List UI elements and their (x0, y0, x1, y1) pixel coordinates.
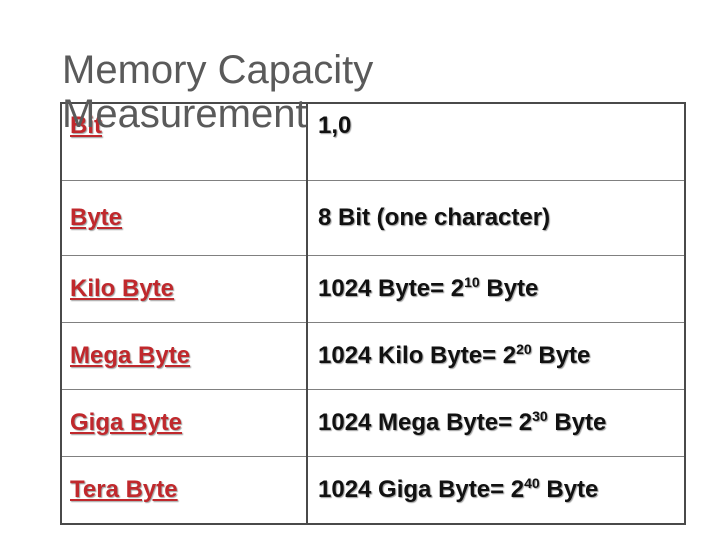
table-row-kilo-byte: Kilo Byte 1024 Byte= 210 Byte (61, 255, 685, 323)
value-cell: 1024 Giga Byte= 240 Byte (307, 456, 685, 525)
value-exponent: 40 (524, 475, 540, 491)
value-prefix: 1024 Giga Byte= 2 (318, 476, 525, 503)
unit-cell: Giga Byte (61, 389, 308, 457)
value-exponent: 20 (516, 341, 532, 357)
memory-capacity-table: Bit 1,0 Byte 8 Bit (one character) Kilo … (60, 102, 686, 525)
page-title: Memory Capacity Measurement (62, 48, 373, 136)
value-suffix: Byte (479, 275, 539, 302)
unit-cell: Byte (61, 180, 308, 256)
unit-label-byte[interactable]: Byte (70, 204, 123, 231)
value-suffix: Byte (547, 409, 607, 436)
unit-cell: Kilo Byte (61, 255, 308, 323)
table-row-byte: Byte 8 Bit (one character) (61, 180, 685, 256)
value-exponent: 30 (532, 408, 548, 424)
unit-label-kilo-byte[interactable]: Kilo Byte (70, 275, 175, 302)
table-row-tera-byte: Tera Byte 1024 Giga Byte= 240 Byte (61, 456, 685, 525)
unit-cell: Tera Byte (61, 456, 308, 525)
value-cell: 1024 Mega Byte= 230 Byte (307, 389, 685, 457)
unit-cell: Bit (61, 102, 308, 181)
table-row-giga-byte: Giga Byte 1024 Mega Byte= 230 Byte (61, 389, 685, 457)
value-cell: 1,0 (307, 102, 685, 181)
unit-label-tera-byte[interactable]: Tera Byte (70, 476, 178, 503)
value-prefix: 1024 Byte= 2 (318, 275, 465, 302)
value-cell: 8 Bit (one character) (307, 180, 685, 256)
unit-cell: Mega Byte (61, 322, 308, 390)
value-suffix: Byte (539, 476, 599, 503)
unit-label-giga-byte[interactable]: Giga Byte (70, 409, 183, 436)
value-prefix: 1024 Kilo Byte= 2 (318, 342, 517, 369)
value-byte: 8 Bit (one character) (318, 204, 551, 231)
title-line-1: Memory Capacity (62, 48, 374, 92)
value-bit: 1,0 (318, 112, 352, 139)
unit-label-mega-byte[interactable]: Mega Byte (70, 342, 191, 369)
value-exponent: 10 (464, 274, 480, 290)
table-row-bit: Bit 1,0 (61, 102, 685, 181)
table-row-mega-byte: Mega Byte 1024 Kilo Byte= 220 Byte (61, 322, 685, 390)
value-prefix: 1024 Mega Byte= 2 (318, 409, 533, 436)
title-line-2: Measurement (62, 92, 307, 136)
value-cell: 1024 Kilo Byte= 220 Byte (307, 322, 685, 390)
unit-label-bit[interactable]: Bit (70, 112, 102, 139)
value-suffix: Byte (531, 342, 591, 369)
value-cell: 1024 Byte= 210 Byte (307, 255, 685, 323)
